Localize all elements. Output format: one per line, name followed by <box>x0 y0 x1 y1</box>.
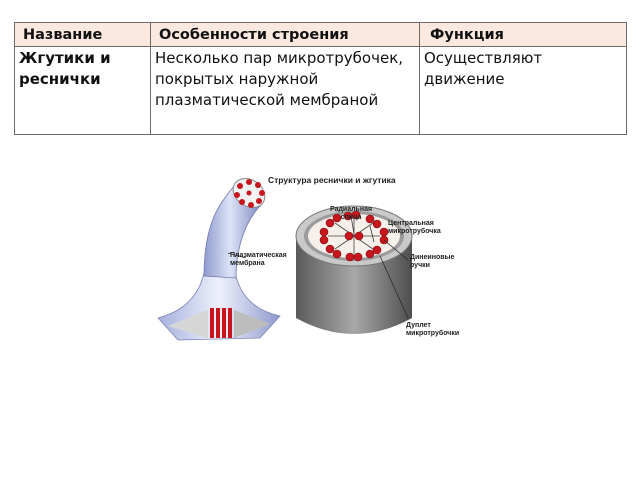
table-header-row: Название Особенности строения Функция <box>14 22 627 47</box>
label-membrane: Плазматическая мембрана <box>230 252 287 267</box>
basal-body <box>210 308 232 338</box>
organelle-table: Название Особенности строения Функция Жг… <box>14 22 627 135</box>
figure-title: Структура реснички и жгутика <box>268 175 396 185</box>
tip-microtubules <box>234 179 265 208</box>
cell-name: Жгутики и реснички <box>14 46 151 135</box>
label-dynein-arms: Динеиновые ручки <box>410 254 455 269</box>
label-radial-spoke: Радиальная спица <box>330 206 373 221</box>
cell-function: Осуществляют движение <box>419 46 627 135</box>
central-pair <box>344 231 364 241</box>
cell-structure: Несколько пар микротрубочек, покрытых на… <box>150 46 420 135</box>
label-central-microtubules: Центральная микротрубочка <box>388 220 441 235</box>
header-function: Функция <box>419 22 627 47</box>
header-name: Название <box>14 22 151 47</box>
label-doublet: Дуплет микротрубочки <box>406 322 460 337</box>
cilium-structure-figure: Структура реснички и жгутика Плазматичес… <box>148 168 488 358</box>
table-row: Жгутики и реснички Несколько пар микротр… <box>14 46 627 135</box>
cilium-side-view <box>157 178 281 341</box>
cylinder-wall <box>296 236 412 334</box>
radial-spokes <box>328 218 380 254</box>
header-structure: Особенности строения <box>150 22 420 47</box>
